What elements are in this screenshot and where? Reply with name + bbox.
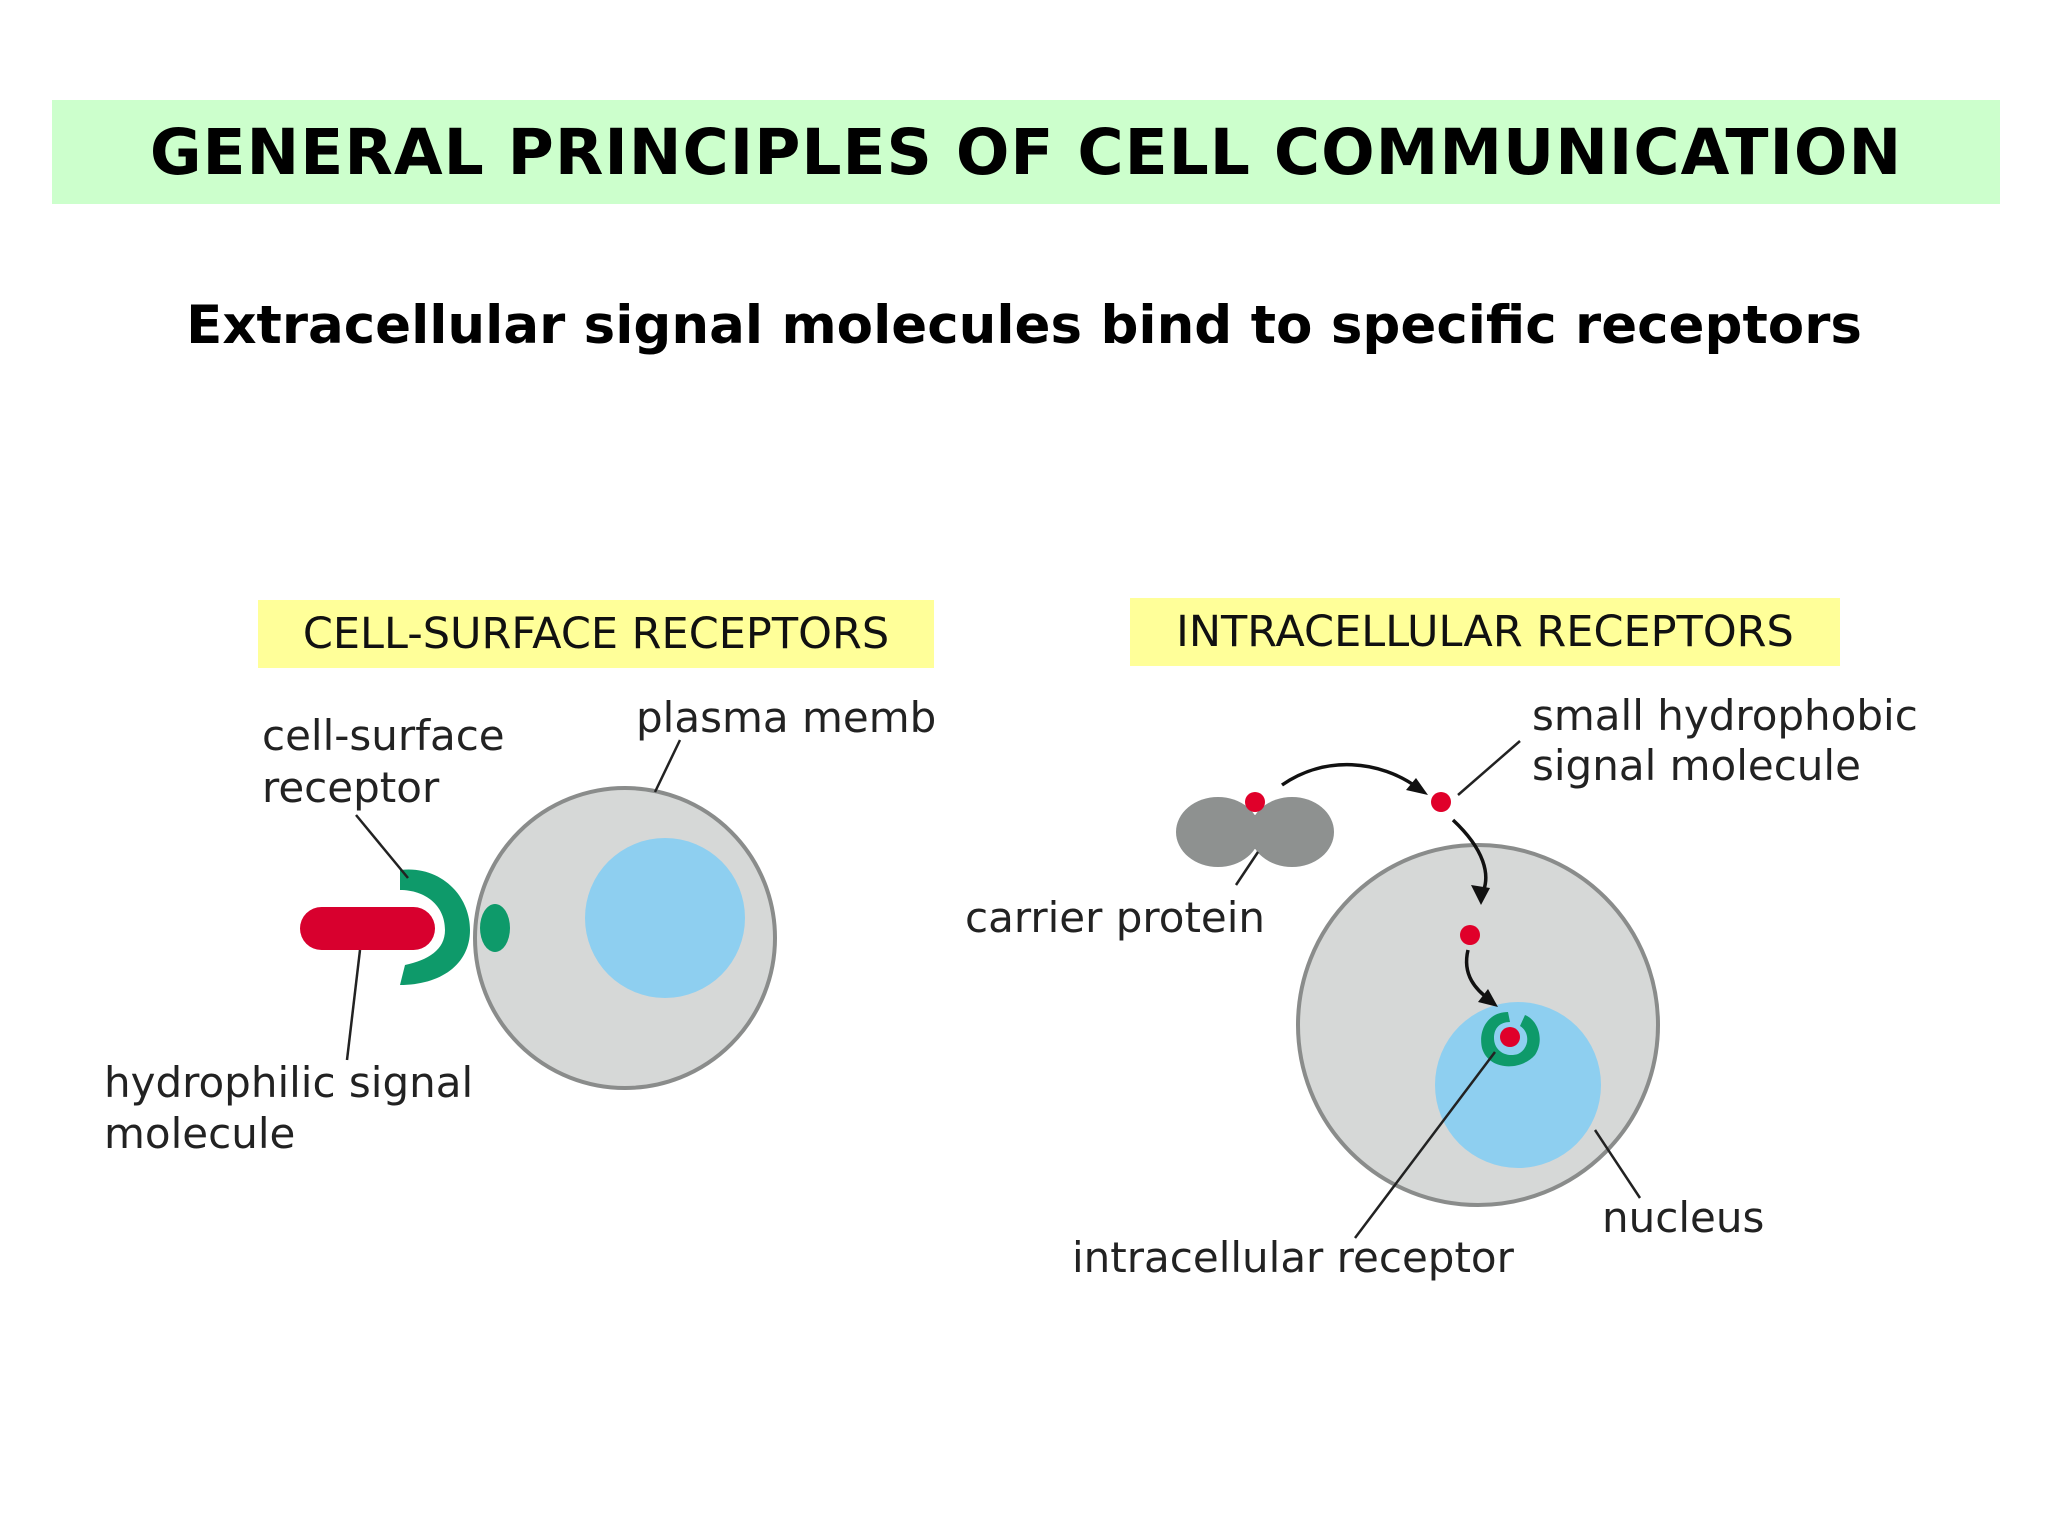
carrier-protein-bridge: [1226, 815, 1284, 849]
intracellular-receptor-label: intracellular receptor: [1072, 1233, 1514, 1282]
intracellular-receptors-heading: INTRACELLULAR RECEPTORS: [1130, 598, 1840, 666]
hydrophilic-signal-label-line2: molecule: [104, 1109, 296, 1158]
hydrophilic-signal-label-line1: hydrophilic signal: [104, 1058, 474, 1107]
page-title: GENERAL PRINCIPLES OF CELL COMMUNICATION: [149, 115, 1903, 189]
receptor-stalk: [480, 904, 510, 952]
right-nucleus: [1435, 1002, 1601, 1168]
hydrophobic-signal-label-line1: small hydrophobic: [1532, 691, 1918, 740]
entry-arrowhead: [1471, 885, 1490, 905]
release-arrowhead: [1406, 778, 1428, 795]
carrier-protein-left: [1176, 797, 1260, 867]
carrier-protein-right: [1250, 797, 1334, 867]
release-arrow: [1280, 762, 1420, 790]
page-subtitle: Extracellular signal molecules bind to s…: [186, 295, 1862, 356]
left-cell-group: [300, 739, 777, 1090]
intracellular-receptor-pointer: [1354, 1051, 1496, 1239]
title-banner: GENERAL PRINCIPLES OF CELL COMMUNICATION: [52, 100, 2000, 204]
nuclear-arrowhead: [1478, 989, 1498, 1007]
plasma-membrane-label: plasma memb: [636, 693, 937, 742]
membrane-pointer: [653, 739, 682, 793]
nucleus-label: nucleus: [1602, 1193, 1765, 1242]
signal-pointer: [345, 949, 362, 1061]
left-nucleus: [585, 838, 745, 998]
carrier-pointer: [1234, 851, 1260, 886]
carrier-bound-signal: [1245, 792, 1265, 812]
free-hydrophobic-signal: [1431, 792, 1451, 812]
cell-surface-receptor-label-line1: cell-surface: [262, 711, 505, 760]
hydrophobic-signal-pointer: [1457, 740, 1521, 796]
receptor-bound-signal: [1500, 1027, 1520, 1047]
cell-surface-receptor-shape: [400, 869, 470, 985]
hydrophobic-signal-label-line2: signal molecule: [1532, 741, 1861, 790]
carrier-protein-label: carrier protein: [965, 893, 1266, 942]
right-cell-group: [1176, 740, 1660, 1239]
entry-arrow: [1451, 818, 1488, 893]
receptor-pointer: [355, 814, 409, 879]
nucleus-pointer: [1593, 1129, 1642, 1199]
hydrophilic-signal-molecule: [300, 907, 435, 950]
cell-surface-receptor-label-line2: receptor: [262, 763, 440, 812]
cell-surface-receptors-heading: CELL-SURFACE RECEPTORS: [258, 600, 934, 668]
cytoplasm-hydrophobic-signal: [1460, 925, 1480, 945]
